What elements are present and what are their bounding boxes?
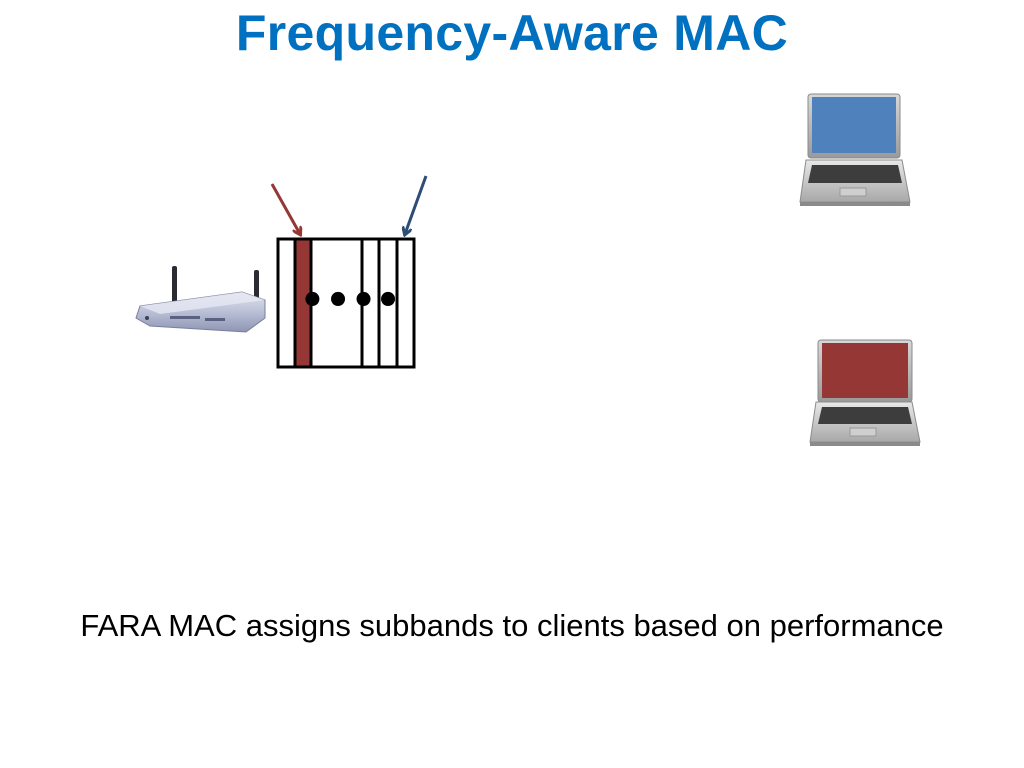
slide-title: Frequency-Aware MAC bbox=[235, 5, 789, 61]
spectrum-box: ••• • bbox=[276, 237, 416, 369]
subband-dot: • bbox=[375, 278, 401, 324]
wireless-router-icon bbox=[135, 266, 266, 333]
blue-arrow bbox=[405, 175, 428, 234]
subband-ellipsis: ••• bbox=[300, 278, 377, 324]
slide-caption: FARA MAC assigns subbands to clients bas… bbox=[80, 608, 944, 643]
red-laptop-icon bbox=[809, 339, 921, 446]
red-arrow bbox=[270, 183, 300, 234]
blue-laptop-icon bbox=[799, 93, 911, 206]
red-subband bbox=[293, 237, 313, 369]
